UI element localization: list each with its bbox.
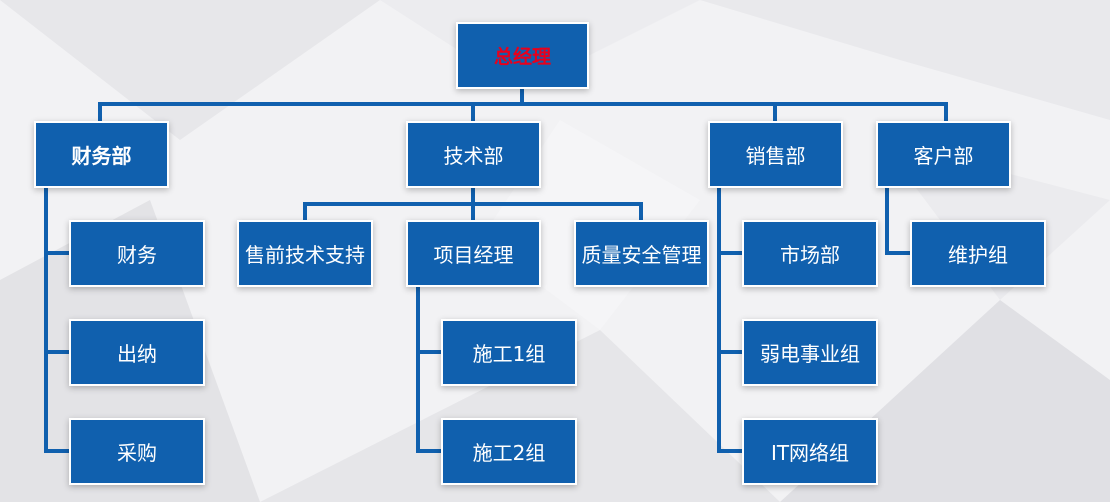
market-dept-box: 市场部 (742, 220, 878, 287)
it-network-group-box: IT网络组 (742, 418, 878, 485)
maintenance-group-box: 维护组 (910, 220, 1046, 287)
construction-team-2-box: 施工2组 (441, 418, 577, 485)
project-manager-box: 项目经理 (406, 220, 541, 287)
dept-tech-box: 技术部 (406, 121, 541, 188)
purchasing-unit-box: 采购 (69, 418, 205, 485)
finance-unit-box: 财务 (69, 220, 205, 287)
ceo-box: 总经理 (456, 22, 589, 89)
presales-support-box: 售前技术支持 (237, 220, 373, 287)
dept-sales-box: 销售部 (708, 121, 843, 188)
quality-safety-box: 质量安全管理 (574, 220, 709, 287)
dept-customer-box: 客户部 (876, 121, 1011, 188)
low-voltage-group-box: 弱电事业组 (742, 319, 878, 386)
construction-team-1-box: 施工1组 (441, 319, 577, 386)
cashier-unit-box: 出纳 (69, 319, 205, 386)
dept-finance-box: 财务部 (34, 121, 169, 188)
